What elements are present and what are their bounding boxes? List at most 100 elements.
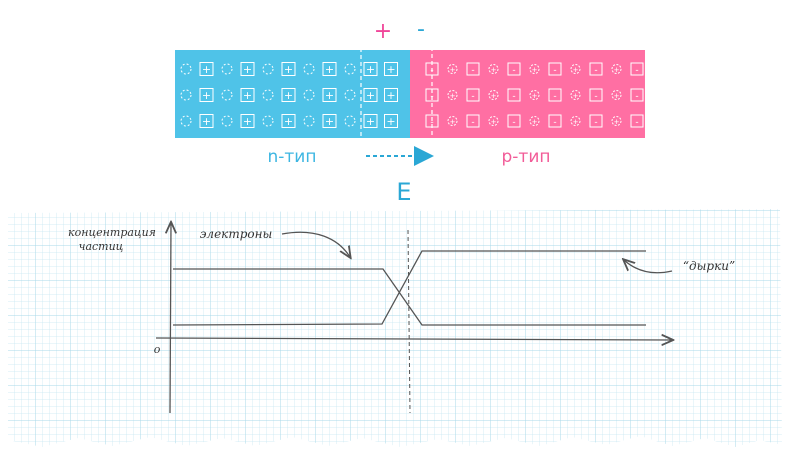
acceptor-ion-square bbox=[466, 114, 480, 128]
hole-sign: + bbox=[491, 118, 497, 126]
junction-boundary-line bbox=[407, 229, 411, 414]
hole-sign: + bbox=[450, 118, 456, 126]
y-axis-label-line1: концентрация bbox=[68, 226, 156, 239]
electron-circle bbox=[180, 63, 192, 75]
electron-circle bbox=[221, 115, 233, 127]
acceptor-ion-square bbox=[466, 88, 480, 102]
donor-ion-sign: + bbox=[366, 89, 375, 102]
electron-circle bbox=[262, 63, 274, 75]
acceptor-ion-sign: - bbox=[512, 66, 515, 76]
hole-circle bbox=[488, 116, 499, 126]
hole-sign: + bbox=[573, 118, 579, 126]
n-region bbox=[175, 50, 410, 138]
donor-ion-sign: + bbox=[284, 89, 293, 102]
plus-sign: + bbox=[374, 19, 392, 44]
electron-circle bbox=[344, 63, 356, 75]
electron-circle bbox=[180, 89, 192, 101]
donor-ion-square bbox=[281, 114, 296, 128]
hole-curve bbox=[172, 250, 646, 326]
graph-paper bbox=[8, 209, 782, 447]
acceptor-ion-sign: - bbox=[635, 92, 638, 102]
acceptor-ion-square bbox=[589, 62, 603, 76]
electrons-pointer-arrow bbox=[281, 231, 350, 257]
p-type-label: p-тип bbox=[502, 147, 551, 167]
holes-pointer-arrow bbox=[624, 260, 673, 274]
donor-ion-square bbox=[199, 88, 214, 102]
p-region bbox=[410, 50, 645, 138]
donor-ion-square bbox=[322, 114, 337, 128]
electron-circle bbox=[262, 115, 274, 127]
acceptor-ion-square bbox=[466, 62, 480, 76]
donor-ion-sign: + bbox=[325, 115, 334, 128]
electron-circle bbox=[262, 89, 274, 101]
acceptor-ion-sign: - bbox=[512, 118, 515, 128]
donor-ion-square bbox=[281, 62, 296, 76]
hole-circle bbox=[529, 116, 540, 126]
hole-sign: + bbox=[491, 66, 497, 74]
donor-ion-sign: + bbox=[386, 63, 395, 76]
electron-circle bbox=[344, 89, 356, 101]
donor-ion-square bbox=[240, 88, 255, 102]
donor-ion-square bbox=[363, 62, 378, 76]
acceptor-ion-sign: - bbox=[430, 92, 433, 102]
acceptor-ion-square bbox=[589, 88, 603, 102]
donor-ion-square bbox=[322, 88, 337, 102]
hole-circle bbox=[611, 64, 622, 74]
electron-circle bbox=[221, 89, 233, 101]
hole-sign: + bbox=[450, 92, 456, 100]
donor-ion-sign: + bbox=[366, 115, 375, 128]
acceptor-ion-square bbox=[630, 62, 644, 76]
hole-sign: + bbox=[573, 92, 579, 100]
acceptor-ion-sign: - bbox=[471, 92, 474, 102]
acceptor-ion-square bbox=[630, 114, 644, 128]
electron-curve bbox=[173, 268, 646, 326]
n-type-label: n-тип bbox=[268, 147, 317, 167]
acceptor-ion-sign: - bbox=[553, 118, 556, 128]
hole-circle bbox=[488, 90, 499, 100]
acceptor-ion-sign: - bbox=[553, 66, 556, 76]
donor-ion-sign: + bbox=[284, 63, 293, 76]
acceptor-ion-sign: - bbox=[594, 118, 597, 128]
donor-ion-sign: + bbox=[386, 115, 395, 128]
acceptor-ion-square bbox=[507, 62, 521, 76]
hole-sign: + bbox=[573, 66, 579, 74]
holes-label: “дырки” bbox=[683, 259, 735, 273]
hole-circle bbox=[447, 116, 458, 126]
hole-circle bbox=[488, 64, 499, 74]
hole-sign: + bbox=[614, 92, 620, 100]
depletion-zone-outline bbox=[360, 47, 433, 141]
donor-ion-sign: + bbox=[325, 63, 334, 76]
acceptor-ion-sign: - bbox=[594, 92, 597, 102]
hole-circle bbox=[611, 116, 622, 126]
acceptor-ion-sign: - bbox=[471, 66, 474, 76]
donor-ion-square bbox=[240, 62, 255, 76]
minus-sign: - bbox=[417, 17, 425, 42]
acceptor-ion-square bbox=[507, 88, 521, 102]
donor-ion-square bbox=[363, 88, 378, 102]
donor-ion-square bbox=[240, 114, 255, 128]
acceptor-ion-sign: - bbox=[635, 66, 638, 76]
electrons-label: электроны bbox=[200, 227, 273, 241]
acceptor-ion-square bbox=[630, 88, 644, 102]
origin-label: o bbox=[154, 343, 161, 356]
acceptor-ion-square bbox=[425, 62, 439, 76]
donor-ion-square bbox=[199, 114, 214, 128]
y-axis-label-line2: частиц bbox=[79, 240, 124, 253]
electron-circle bbox=[344, 115, 356, 127]
acceptor-ion-sign: - bbox=[430, 118, 433, 128]
acceptor-ion-sign: - bbox=[430, 66, 433, 76]
electron-circle bbox=[303, 63, 315, 75]
acceptor-ion-sign: - bbox=[471, 118, 474, 128]
donor-ion-sign: + bbox=[243, 89, 252, 102]
donor-ion-sign: + bbox=[325, 89, 334, 102]
hole-circle bbox=[570, 90, 581, 100]
donor-ion-square bbox=[384, 88, 398, 102]
acceptor-ion-sign: - bbox=[512, 92, 515, 102]
acceptor-ion-square bbox=[548, 62, 562, 76]
donor-ion-square bbox=[384, 62, 398, 76]
acceptor-ion-square bbox=[507, 114, 521, 128]
acceptor-ion-sign: - bbox=[594, 66, 597, 76]
acceptor-ion-square bbox=[425, 88, 439, 102]
hole-sign: + bbox=[532, 66, 538, 74]
donor-ion-sign: + bbox=[366, 63, 375, 76]
